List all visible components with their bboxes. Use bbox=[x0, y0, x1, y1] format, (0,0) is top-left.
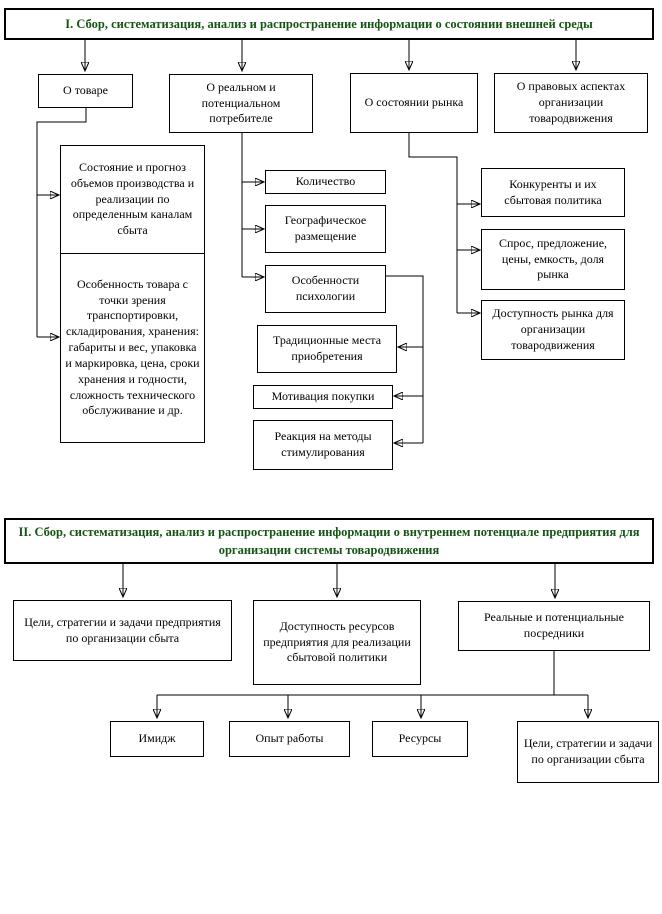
box-enterprise-goals: Цели, стратегии и задачи предприятия по … bbox=[13, 600, 232, 661]
box-production-forecast: Состояние и прогноз объемов производства… bbox=[60, 145, 205, 254]
box-quantity: Количество bbox=[265, 170, 386, 194]
box-work-experience: Опыт работы bbox=[229, 721, 350, 757]
box-resources: Ресурсы bbox=[372, 721, 468, 757]
box-market-state: О состоянии рынка bbox=[350, 73, 478, 133]
box-consumer: О реальном и потенциальном потребителе bbox=[169, 74, 313, 133]
box-purchase-motivation: Мотивация покупки bbox=[253, 385, 393, 409]
box-legal-aspects: О правовых аспектах организации товародв… bbox=[494, 73, 648, 133]
section1-title: I. Сбор, систематизация, анализ и распро… bbox=[4, 8, 654, 40]
box-product: О товаре bbox=[38, 74, 133, 108]
box-supply-demand: Спрос, предложение, цены, емкость, доля … bbox=[481, 229, 625, 290]
box-product-features: Особенность товара с точки зрения трансп… bbox=[60, 253, 205, 443]
section2-title: II. Сбор, систематизация, анализ и распр… bbox=[4, 518, 654, 564]
box-psychology-features: Особенности психологии bbox=[265, 265, 386, 313]
box-traditional-places: Традиционные места приобретения bbox=[257, 325, 397, 373]
box-geographic-placement: Географическое размещение bbox=[265, 205, 386, 253]
box-image: Имидж bbox=[110, 721, 204, 757]
box-stimulus-reaction: Реакция на методы стимулирования bbox=[253, 420, 393, 470]
box-market-access: Доступность рынка для организации товаро… bbox=[481, 300, 625, 360]
box-resource-availability: Доступность ресурсов предприятия для реа… bbox=[253, 600, 421, 685]
box-competitors: Конкуренты и их сбытовая политика bbox=[481, 168, 625, 217]
box-intermediary-goals: Цели, стратегии и задачи по организации … bbox=[517, 721, 659, 783]
box-intermediaries: Реальные и потенциальные посредники bbox=[458, 601, 650, 651]
trunk-market bbox=[408, 133, 458, 313]
